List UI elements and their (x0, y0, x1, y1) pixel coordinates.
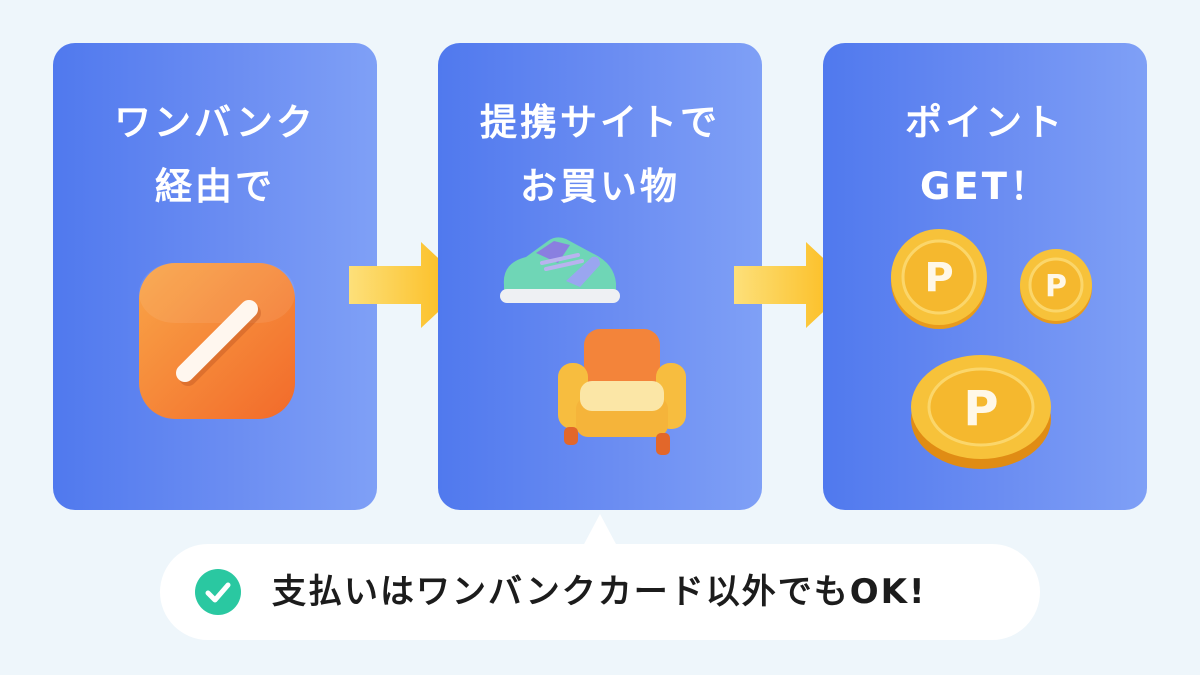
step-1-title-line-2: 経由で (53, 155, 377, 219)
sneaker-icon (496, 233, 622, 313)
step-2-title: 提携サイトで お買い物 (438, 91, 762, 219)
sofa-icon (550, 323, 690, 463)
step-3-title-line-2: GET！ (823, 155, 1147, 219)
point-coin-icon: P (905, 345, 1057, 473)
step-1-title: ワンバンク 経由で (53, 91, 377, 219)
step-card-3: ポイント GET！ P P P (823, 43, 1147, 510)
point-coin-icon: P (1017, 247, 1095, 325)
note-text: 支払いはワンバンクカード以外でもOK! (272, 544, 926, 640)
coin-letter: P (1045, 269, 1067, 304)
step-card-1: ワンバンク 経由で (53, 43, 377, 510)
check-circle-icon (194, 568, 242, 616)
bubble-tail (583, 514, 617, 546)
step-3-title: ポイント GET！ (823, 91, 1147, 219)
step-1-title-line-1: ワンバンク (53, 91, 377, 155)
step-card-2: 提携サイトで お買い物 (438, 43, 762, 510)
note-bubble: 支払いはワンバンクカード以外でもOK! (160, 544, 1040, 640)
app-icon (137, 261, 297, 421)
coin-letter: P (924, 255, 953, 301)
step-2-title-line-1: 提携サイトで (438, 91, 762, 155)
coin-letter: P (963, 381, 998, 437)
step-3-title-line-1: ポイント (823, 91, 1147, 155)
step-2-title-line-2: お買い物 (438, 155, 762, 219)
point-coin-icon: P (887, 227, 991, 331)
